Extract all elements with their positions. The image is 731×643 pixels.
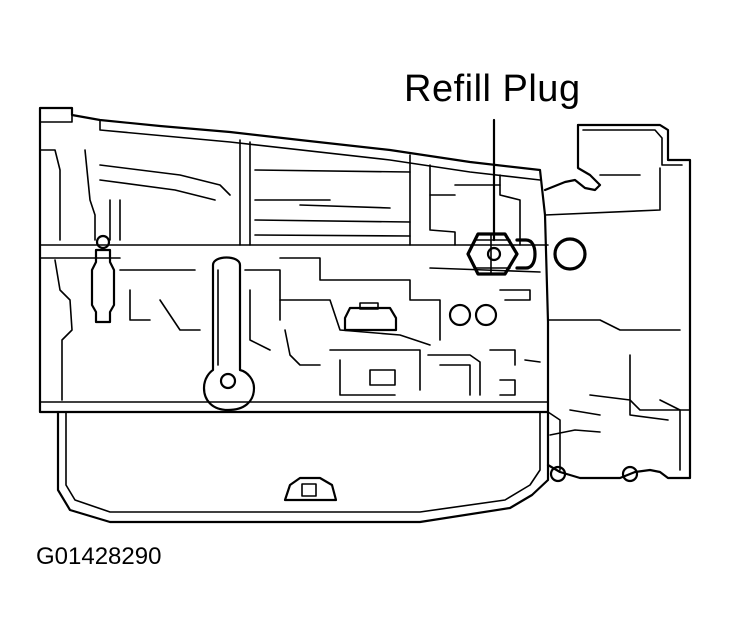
transmission-case [38, 106, 550, 414]
port-ring [553, 237, 587, 271]
refill-plug-callout-label: Refill Plug [404, 68, 581, 110]
extension-housing [543, 123, 692, 483]
oil-pan [56, 410, 550, 524]
valve-body [119, 257, 541, 396]
sensor-left [90, 234, 116, 324]
linkage-arm [202, 256, 256, 412]
figure-id: G01428290 [36, 543, 162, 570]
refill-plug [466, 232, 537, 276]
